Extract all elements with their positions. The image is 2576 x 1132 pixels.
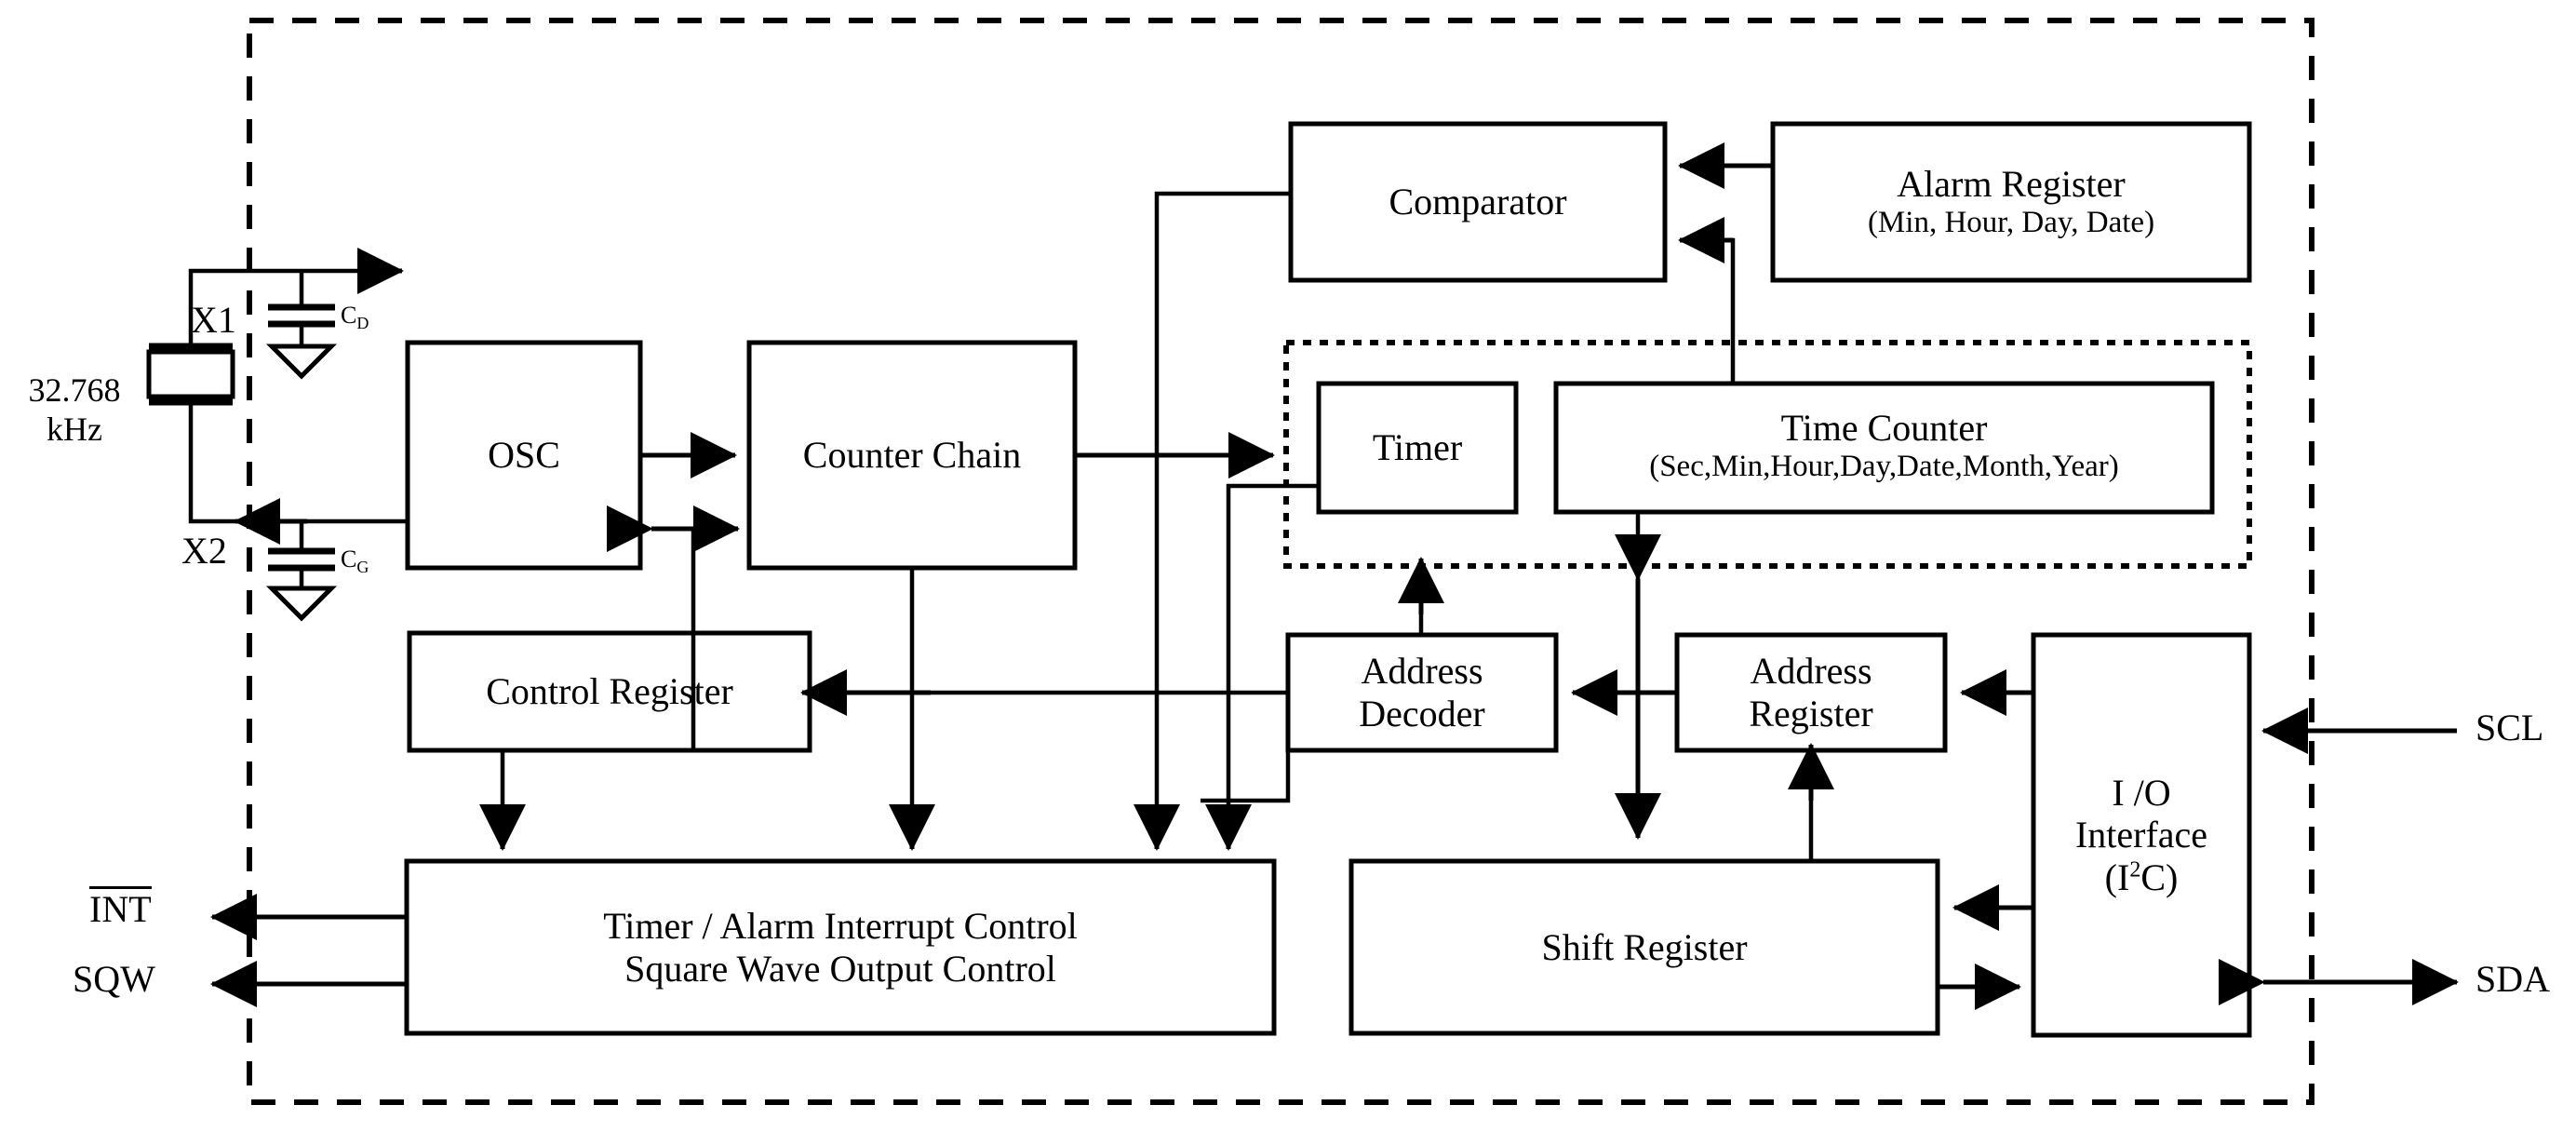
wire-timer-out: [1226, 483, 1319, 838]
block-address-decoder: [1285, 632, 1559, 753]
block-control-register: [407, 630, 812, 753]
wire-decoder-to-intctrl: [1201, 750, 1291, 803]
group-timekeeping: [1283, 340, 2252, 569]
pin-label-x1: X1: [191, 299, 236, 341]
chip-boundary: [247, 18, 2314, 1105]
cd-ground-icon: [265, 344, 338, 380]
crystal-body: [146, 349, 235, 399]
block-time-counter: [1553, 381, 2215, 515]
cg-ground-icon: [265, 586, 338, 622]
block-osc: [405, 340, 643, 571]
capacitor-label-cd: CD: [341, 302, 369, 333]
wire-x1: [188, 268, 396, 326]
block-counter-chain: [746, 340, 1078, 571]
pin-label-x2: X2: [181, 530, 227, 572]
block-alarm-register: [1770, 121, 2252, 283]
block-address-register: [1674, 632, 1948, 753]
wire-timecounter-to-comparator: [1680, 237, 1736, 384]
wire-x2: [188, 465, 372, 524]
wire-comparator-out: [1154, 191, 1291, 838]
block-interrupt-control: [404, 858, 1277, 1036]
block-timer: [1316, 381, 1519, 515]
block-shift-register: [1348, 858, 1940, 1036]
pin-label-sda: SDA: [2475, 958, 2551, 1000]
block-comparator: [1288, 121, 1668, 283]
block-io-interface: [2031, 632, 2252, 1038]
pin-label-scl: SCL: [2475, 707, 2544, 748]
capacitor-label-cg: CG: [341, 546, 369, 577]
pin-label-sqw: SQW: [73, 958, 155, 1000]
pin-label-int: INT: [89, 886, 152, 930]
